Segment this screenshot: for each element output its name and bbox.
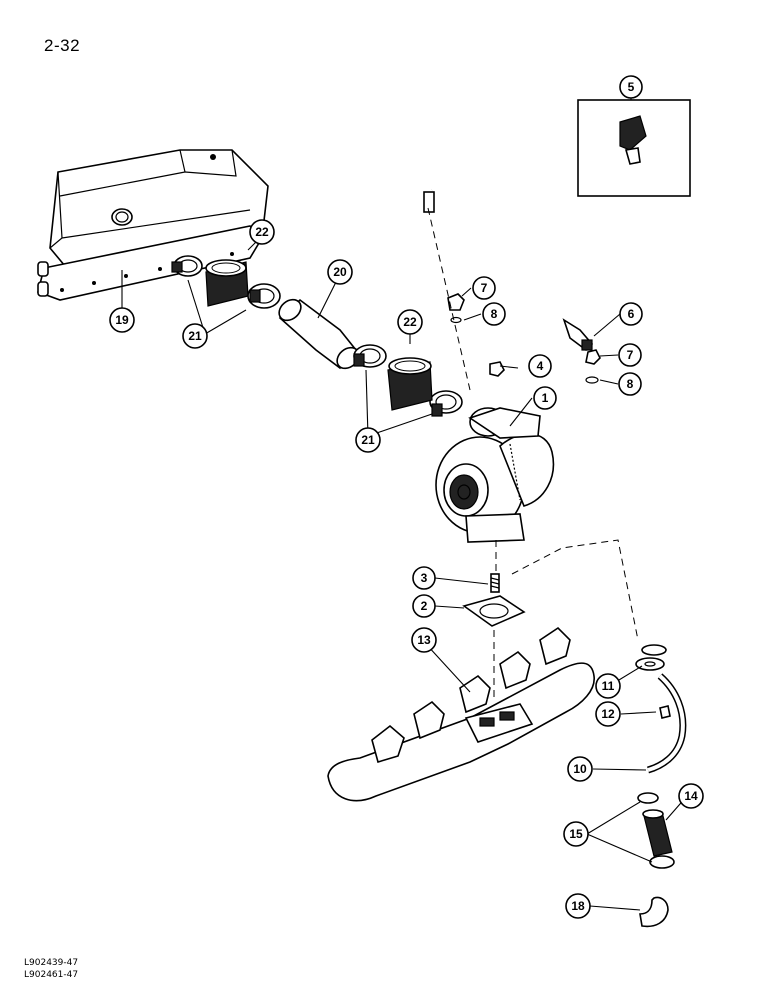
callout-8-lower: 8 bbox=[618, 372, 642, 396]
oil-return-line bbox=[635, 644, 687, 774]
callout-15: 15 bbox=[563, 821, 589, 847]
callout-label: 5 bbox=[628, 80, 635, 94]
callout-21-right: 21 bbox=[355, 427, 381, 453]
callout-3: 3 bbox=[412, 566, 436, 590]
page-number: 2-32 bbox=[44, 36, 81, 55]
gasket bbox=[462, 595, 526, 627]
turbocharger bbox=[435, 407, 555, 543]
aftercooler-housing bbox=[37, 149, 269, 301]
footer-reference-2: L902461-47 bbox=[24, 970, 79, 980]
fittings bbox=[447, 293, 601, 384]
callout-14: 14 bbox=[678, 783, 704, 809]
callout-2: 2 bbox=[412, 594, 436, 618]
callout-label: 7 bbox=[627, 348, 634, 362]
callout-label: 13 bbox=[417, 633, 431, 647]
oil-supply-line bbox=[423, 184, 594, 352]
callout-21-left: 21 bbox=[182, 323, 208, 349]
callout-label: 8 bbox=[627, 377, 634, 391]
callout-label: 22 bbox=[255, 225, 269, 239]
callout-5: 5 bbox=[619, 75, 643, 99]
callout-label: 21 bbox=[188, 329, 202, 343]
footer-reference-1: L902439-47 bbox=[24, 958, 79, 968]
callout-label: 20 bbox=[333, 265, 347, 279]
callout-8-upper: 8 bbox=[482, 302, 506, 326]
return-hose bbox=[637, 792, 675, 928]
callout-label: 22 bbox=[403, 315, 417, 329]
hose-clamps-right bbox=[353, 344, 463, 417]
callout-label: 14 bbox=[684, 789, 698, 803]
exhaust-manifold bbox=[327, 626, 595, 802]
callout-label: 18 bbox=[571, 899, 585, 913]
callout-label: 4 bbox=[537, 359, 544, 373]
callout-label: 8 bbox=[491, 307, 498, 321]
inset-box-part-5 bbox=[577, 99, 691, 197]
callout-label: 3 bbox=[421, 571, 428, 585]
callout-18: 18 bbox=[565, 893, 591, 919]
callout-22-right: 22 bbox=[397, 309, 423, 335]
callout-1: 1 bbox=[533, 386, 557, 410]
callout-20: 20 bbox=[327, 259, 353, 285]
callout-19: 19 bbox=[109, 307, 135, 333]
callout-label: 2 bbox=[421, 599, 428, 613]
callout-label: 11 bbox=[602, 679, 615, 693]
callout-label: 7 bbox=[481, 281, 488, 295]
callout-11: 11 bbox=[595, 673, 621, 699]
callout-label: 12 bbox=[601, 707, 615, 721]
callout-6: 6 bbox=[619, 302, 643, 326]
callout-22-left: 22 bbox=[249, 219, 275, 245]
callout-label: 1 bbox=[542, 391, 549, 405]
callout-label: 19 bbox=[115, 313, 129, 327]
hose-clamps-left bbox=[171, 255, 281, 309]
callout-13: 13 bbox=[411, 627, 437, 653]
alignment-lines bbox=[427, 207, 639, 700]
stud bbox=[490, 573, 500, 593]
callout-12: 12 bbox=[595, 701, 621, 727]
callout-7-lower: 7 bbox=[618, 343, 642, 367]
callout-label: 21 bbox=[361, 433, 375, 447]
callout-label: 15 bbox=[569, 827, 583, 841]
callout-label: 6 bbox=[628, 307, 635, 321]
callout-7-upper: 7 bbox=[472, 276, 496, 300]
callout-4: 4 bbox=[528, 354, 552, 378]
connector-tube bbox=[278, 298, 360, 370]
hose-sleeve-right bbox=[387, 357, 433, 411]
callout-label: 10 bbox=[573, 762, 587, 776]
callout-10: 10 bbox=[567, 756, 593, 782]
hose-sleeve-left bbox=[205, 259, 249, 307]
